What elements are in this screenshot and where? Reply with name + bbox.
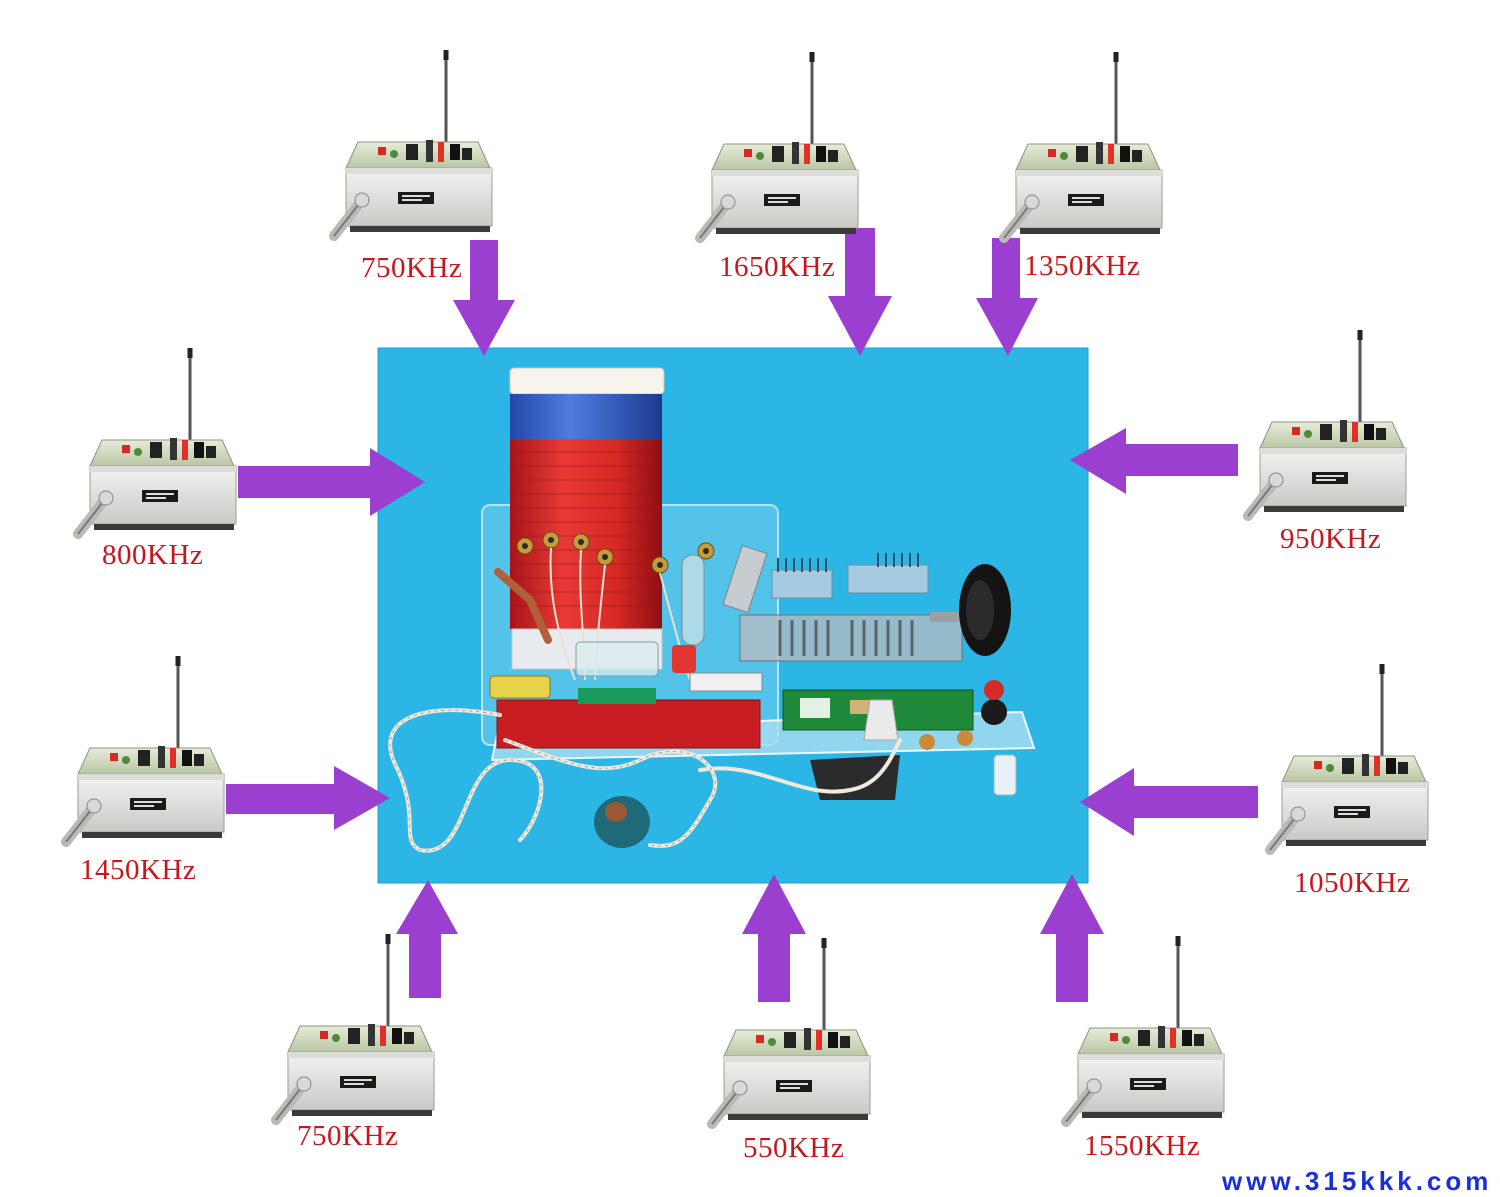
signal-transmitter-icon <box>712 938 870 1124</box>
signal-transmitter-icon <box>1066 936 1224 1122</box>
crystal-radio-receiver-icon <box>388 367 1036 853</box>
frequency-label-left-upper: 800KHz <box>102 539 204 571</box>
frequency-label-top-middle: 1650KHz <box>719 251 836 283</box>
signal-transmitter-icon <box>700 52 858 238</box>
arrow-right-upper <box>1070 428 1238 494</box>
arrow-top-right <box>976 238 1038 356</box>
frequency-label-right-upper: 950KHz <box>1280 523 1382 555</box>
arrows <box>226 228 1258 1002</box>
signal-transmitter-icon <box>334 50 492 236</box>
arrow-right-lower <box>1080 768 1258 836</box>
frequency-label-right-lower: 1050KHz <box>1294 867 1411 899</box>
arrow-bottom-right <box>1040 874 1104 1002</box>
website-watermark: www.315kkk.com <box>1222 1166 1493 1196</box>
arrow-top-left <box>453 240 515 356</box>
frequency-label-top-right: 1350KHz <box>1024 250 1141 282</box>
signal-transmitter-icon <box>1248 330 1406 516</box>
frequency-label-bottom-left: 750KHz <box>297 1120 399 1152</box>
arrow-top-middle <box>828 228 892 356</box>
arrow-bottom-middle <box>742 874 806 1002</box>
arrow-left-upper <box>238 448 425 516</box>
frequency-label-top-left: 750KHz <box>361 252 463 284</box>
arrow-bottom-left <box>396 880 458 998</box>
signal-transmitter-icon <box>1004 52 1162 238</box>
frequency-label-bottom-middle: 550KHz <box>743 1132 845 1164</box>
signal-transmitter-icon <box>66 656 224 842</box>
frequency-label-bottom-right: 1550KHz <box>1084 1130 1201 1162</box>
arrow-left-lower <box>226 766 390 830</box>
frequency-label-left-lower: 1450KHz <box>80 854 197 886</box>
signal-transmitter-icon <box>78 348 236 534</box>
signal-transmitter-icon <box>1270 664 1428 850</box>
